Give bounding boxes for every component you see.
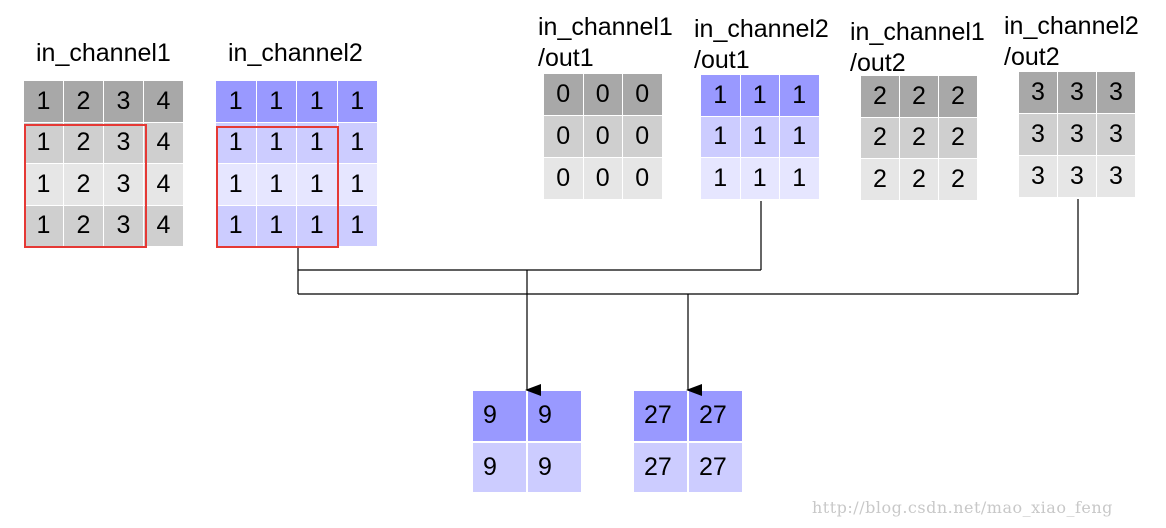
- in1-cell: 4: [144, 81, 184, 123]
- in1-cell: 3: [104, 122, 144, 164]
- k22-cell: 3: [1097, 156, 1136, 198]
- k11-cell: 0: [583, 74, 623, 116]
- k11-cell: 0: [623, 74, 663, 116]
- k11-cell: 0: [623, 116, 663, 158]
- in1-cell: 4: [144, 122, 184, 164]
- k11-cell: 0: [583, 158, 623, 200]
- in2-cell: 1: [297, 205, 338, 247]
- kernel-in2-out2-label: in_channel2 /out2: [1004, 11, 1139, 73]
- in1-cell: 4: [144, 205, 184, 247]
- k12-cell: 2: [900, 76, 939, 118]
- out2-cell: 27: [688, 390, 743, 442]
- in2-cell: 1: [216, 205, 257, 247]
- in2-cell: 1: [337, 81, 378, 123]
- k12-cell: 2: [900, 159, 939, 201]
- k21-cell: 1: [780, 116, 820, 158]
- k12-cell: 2: [939, 117, 978, 159]
- k21-cell: 1: [740, 158, 780, 200]
- out1-cell: 9: [527, 390, 582, 442]
- out2-cell: 27: [633, 390, 688, 442]
- k12-cell: 2: [861, 159, 900, 201]
- k22-cell: 3: [1019, 156, 1058, 198]
- in1-cell: 3: [104, 81, 144, 123]
- kernel-in2-out2-label-line2: /out2: [1004, 43, 1060, 71]
- kernel-in1-out2-label-line2: /out2: [850, 49, 906, 77]
- in2-cell: 1: [216, 122, 257, 164]
- k21-cell: 1: [701, 158, 741, 200]
- in2-cell: 1: [256, 81, 297, 123]
- kernel-in2-out1-label-line1: in_channel2: [694, 15, 829, 43]
- in2-cell: 1: [337, 205, 378, 247]
- k21-cell: 1: [701, 116, 741, 158]
- out2-cell: 27: [688, 441, 743, 493]
- k12-cell: 2: [861, 76, 900, 118]
- kernel-in2-out1-label-line2: /out1: [694, 46, 750, 74]
- in1-cell: 3: [104, 164, 144, 206]
- kernel-in2-out1-label: in_channel2 /out1: [694, 14, 829, 76]
- k11-cell: 0: [583, 116, 623, 158]
- in1-cell: 2: [64, 164, 104, 206]
- in2-cell: 1: [216, 164, 257, 206]
- k12-cell: 2: [939, 159, 978, 201]
- k21-cell: 1: [780, 75, 820, 117]
- in1-cell: 2: [64, 81, 104, 123]
- in2-cell: 1: [256, 205, 297, 247]
- k11-cell: 0: [623, 158, 663, 200]
- out2-cell: 27: [633, 441, 688, 493]
- kernel-in1-out1-label: in_channel1 /out1: [538, 12, 673, 74]
- kernel-in1-out1-label-line1: in_channel1: [538, 13, 673, 41]
- in2-cell: 1: [337, 122, 378, 164]
- k12-cell: 2: [900, 117, 939, 159]
- in1-cell: 1: [24, 205, 64, 247]
- k12-cell: 2: [861, 117, 900, 159]
- k11-cell: 0: [544, 158, 584, 200]
- k22-cell: 3: [1097, 72, 1136, 114]
- in2-cell: 1: [337, 164, 378, 206]
- out1-cell: 9: [527, 441, 582, 493]
- kernel-in1-out1-label-line2: /out1: [538, 44, 594, 72]
- k11-cell: 0: [544, 116, 584, 158]
- in1-cell: 1: [24, 81, 64, 123]
- kernel-in1-out2-label: in_channel1 /out2: [850, 17, 985, 79]
- in2-cell: 1: [297, 164, 338, 206]
- kernel-in1-out2-label-line1: in_channel1: [850, 18, 985, 46]
- k22-cell: 3: [1019, 72, 1058, 114]
- in2-cell: 1: [297, 122, 338, 164]
- k21-cell: 1: [740, 116, 780, 158]
- k22-cell: 3: [1058, 72, 1097, 114]
- k21-cell: 1: [701, 75, 741, 117]
- k12-cell: 2: [939, 76, 978, 118]
- in1-cell: 1: [24, 122, 64, 164]
- in-channel2-label: in_channel2: [228, 39, 363, 67]
- k11-cell: 0: [544, 74, 584, 116]
- in1-cell: 2: [64, 122, 104, 164]
- in1-cell: 4: [144, 164, 184, 206]
- out1-cell: 9: [472, 390, 527, 442]
- k21-cell: 1: [780, 158, 820, 200]
- watermark: http://blog.csdn.net/mao_xiao_feng: [812, 498, 1113, 517]
- out1-cell: 9: [472, 441, 527, 493]
- kernel-in2-out2-label-line1: in_channel2: [1004, 12, 1139, 40]
- in1-cell: 1: [24, 164, 64, 206]
- in2-cell: 1: [297, 81, 338, 123]
- k22-cell: 3: [1019, 114, 1058, 156]
- k21-cell: 1: [740, 75, 780, 117]
- k22-cell: 3: [1097, 114, 1136, 156]
- in-channel1-label: in_channel1: [36, 39, 171, 67]
- in2-cell: 1: [256, 122, 297, 164]
- in2-cell: 1: [256, 164, 297, 206]
- k22-cell: 3: [1058, 114, 1097, 156]
- in2-cell: 1: [216, 81, 257, 123]
- k22-cell: 3: [1058, 156, 1097, 198]
